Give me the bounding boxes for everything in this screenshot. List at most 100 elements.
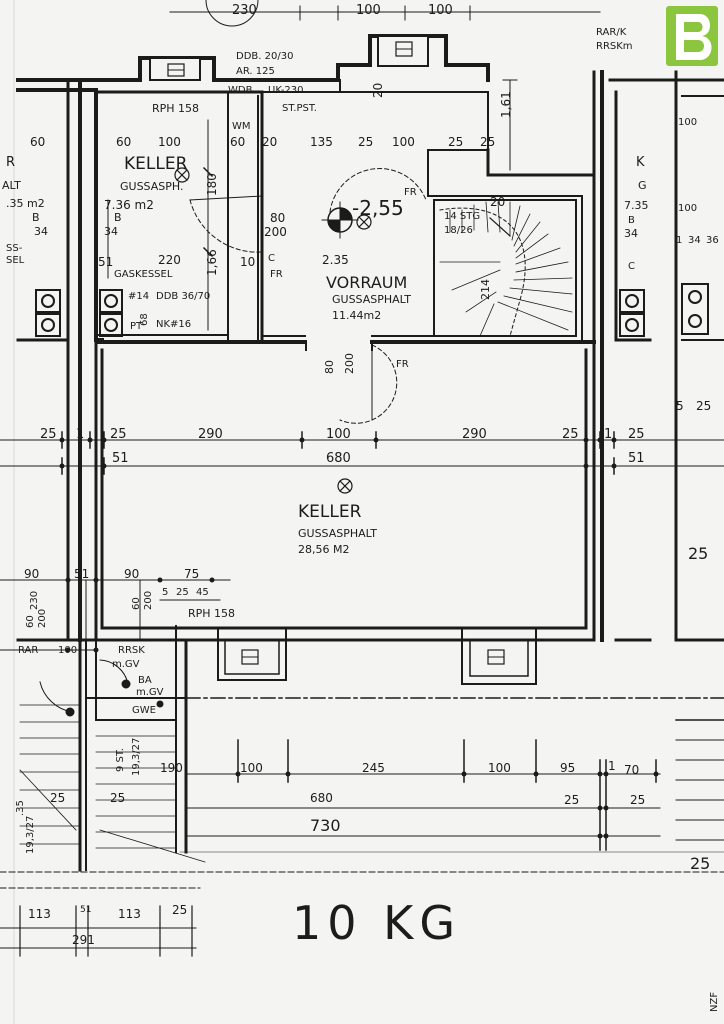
annot-stg2: 18/26 bbox=[444, 225, 473, 236]
dim-f113a: 113 bbox=[28, 907, 51, 921]
plan-title: 10 KG bbox=[292, 896, 461, 950]
dim-l51b: 51 bbox=[628, 451, 645, 466]
partial-left-m2: .35 m2 bbox=[6, 197, 45, 210]
annot-gwe: GWE bbox=[132, 705, 156, 716]
dim-r251: 25 bbox=[688, 544, 709, 563]
annot-rrsk: RRSK bbox=[118, 645, 145, 656]
dim-l60: 60 bbox=[30, 135, 46, 149]
dim-135: 135 bbox=[310, 135, 333, 149]
annot-ofen1: #14 bbox=[128, 291, 150, 302]
dim-l290a: 290 bbox=[198, 427, 223, 442]
partial-right-g: G bbox=[638, 179, 647, 192]
annot-rph-bottom: RPH 158 bbox=[188, 607, 236, 620]
annot-nk: NK#16 bbox=[156, 319, 192, 330]
annot-fr2: FR bbox=[270, 269, 283, 280]
dim-b1: 1 bbox=[608, 759, 616, 773]
dim-25c: 25 bbox=[480, 135, 496, 149]
dim-r60: 60 bbox=[25, 615, 36, 628]
dim-r5: 5 bbox=[676, 399, 684, 413]
annot-34: 34 bbox=[104, 225, 118, 238]
annot-rph-top: RPH 158 bbox=[152, 102, 200, 115]
annot-mgv2: m.GV bbox=[136, 687, 164, 698]
annot-ar: AR. 125 bbox=[236, 66, 275, 77]
annot-rrsk-top: RRSKm bbox=[596, 41, 633, 52]
dim-r100a: 100 bbox=[678, 117, 698, 128]
dim-top-100b: 100 bbox=[428, 3, 453, 18]
annot-ba: BA bbox=[138, 675, 152, 686]
dim-r34: 34 bbox=[688, 235, 701, 246]
dim-b730: 730 bbox=[310, 816, 341, 835]
annot-rar-left: RAR bbox=[18, 645, 39, 656]
dim-l680: 680 bbox=[326, 451, 351, 466]
dim-r230: 230 bbox=[29, 590, 40, 610]
annot-ddb: DDB. 20/30 bbox=[236, 51, 294, 62]
dim-10: 10 bbox=[240, 255, 256, 269]
dim-l51a: 51 bbox=[112, 451, 129, 466]
dim-b25a: 25 bbox=[564, 793, 580, 807]
dim-l100: 100 bbox=[326, 427, 351, 442]
dim-r36: 36 bbox=[706, 235, 719, 246]
annot-fr3: FR bbox=[396, 359, 409, 370]
dim-166: 1,66 bbox=[205, 249, 219, 276]
annot-rar-top: RAR/K bbox=[596, 27, 627, 38]
dim-b25c: 25 bbox=[630, 793, 646, 807]
partial-left-ss: SS- bbox=[6, 243, 23, 254]
room-keller-small-name: KELLER bbox=[124, 154, 188, 174]
dim-m75: 75 bbox=[184, 567, 200, 581]
dim-100: 100 bbox=[158, 135, 181, 149]
dim-80: 80 bbox=[270, 211, 286, 225]
annot-fr1: FR bbox=[404, 187, 417, 198]
annot-pt: PT bbox=[130, 321, 143, 332]
annot-wm: WM bbox=[232, 121, 251, 132]
dim-200b: 200 bbox=[343, 353, 356, 374]
dim-p35: .35 bbox=[15, 800, 26, 816]
dim-20b: 20 bbox=[490, 195, 506, 209]
room-keller-small-surface: GUSSASPH. bbox=[120, 180, 184, 193]
annot-wdb: WDB bbox=[228, 85, 253, 96]
dim-161: 1,61 bbox=[499, 91, 513, 118]
dim-l290b: 290 bbox=[462, 427, 487, 442]
dim-60c: 60 bbox=[230, 135, 246, 149]
partial-right-c: C bbox=[628, 261, 635, 272]
annot-uk: UK-230 bbox=[268, 85, 304, 96]
dim-80b: 80 bbox=[323, 360, 336, 374]
dim-b190: 190 bbox=[160, 761, 183, 775]
dim-214: 214 bbox=[479, 279, 492, 300]
dim-180: 180 bbox=[205, 173, 219, 196]
annot-st-pst: ST.PST. bbox=[282, 103, 317, 114]
dim-b680: 680 bbox=[310, 791, 333, 805]
dim-m90a: 90 bbox=[24, 567, 40, 581]
dim-l1b: 1 bbox=[604, 427, 613, 442]
annot-ddb-small: DDB 36/70 bbox=[156, 291, 211, 302]
dim-r200b: 200 bbox=[143, 590, 154, 610]
dim-top-100a: 100 bbox=[356, 3, 381, 18]
dim-m25: 25 bbox=[176, 587, 189, 598]
dim-b70: 70 bbox=[624, 763, 640, 777]
annot-b: B bbox=[114, 211, 122, 224]
partial-right-m2: 7.35 bbox=[624, 199, 649, 212]
partial-left-r: R bbox=[6, 155, 16, 170]
partial-left-sz: 34 bbox=[34, 225, 48, 238]
dim-top-230: 230 bbox=[232, 3, 257, 18]
annot-stg: 14 STG bbox=[444, 211, 481, 222]
annot-st-left: 19,3/27 bbox=[25, 815, 36, 854]
dim-m51: 51 bbox=[74, 567, 90, 581]
annot-mgv: m.GV bbox=[112, 659, 140, 670]
dim-l1: 1 bbox=[76, 427, 85, 442]
dim-100b: 100 bbox=[392, 135, 415, 149]
dim-51a: 51 bbox=[98, 255, 114, 269]
annot-level: -2,55 bbox=[352, 196, 404, 220]
annot-nzf: NZF bbox=[709, 991, 720, 1012]
dim-235: 2.35 bbox=[322, 253, 349, 267]
dim-rr25: 25 bbox=[690, 854, 711, 873]
dim-f25a: 25 bbox=[50, 791, 66, 805]
annot-gaskessel: GASKESSEL bbox=[114, 269, 173, 280]
dim-r1: 1 bbox=[676, 235, 683, 246]
room-keller-main-area: 28,56 M2 bbox=[298, 543, 350, 556]
partial-right-a: 34 bbox=[624, 227, 638, 240]
room-keller-main-name: KELLER bbox=[298, 502, 362, 522]
annot-9st: 9 ST. bbox=[115, 748, 126, 772]
dim-b245: 245 bbox=[362, 761, 385, 775]
dim-f25: 25 bbox=[172, 903, 188, 917]
dim-r25: 25 bbox=[696, 399, 712, 413]
